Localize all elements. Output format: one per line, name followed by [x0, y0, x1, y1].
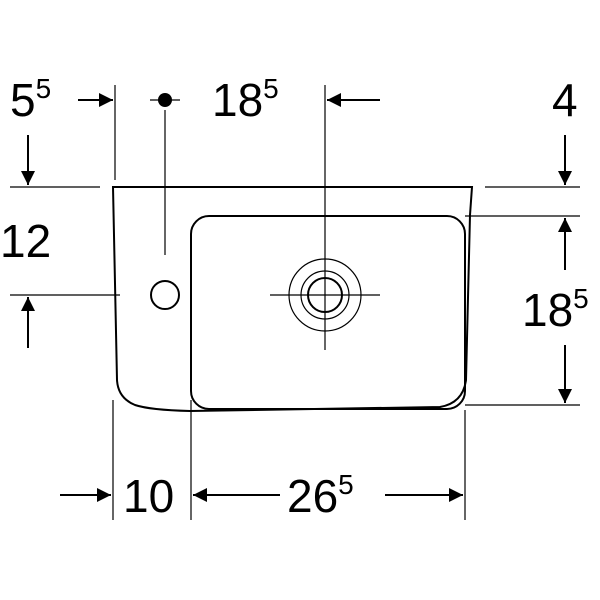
- dim-bowl-width: 265: [287, 469, 354, 522]
- dim-tap-to-drain: 185: [212, 73, 279, 126]
- dim-side-width: 10: [123, 470, 174, 522]
- bowl-outline: [190, 215, 466, 410]
- tap-hole: [150, 280, 180, 310]
- dim-tap-depth: 12: [0, 215, 51, 267]
- dim-left-offset: 55: [10, 73, 51, 126]
- dim-rim-height: 4: [552, 74, 578, 126]
- basin-outline: [111, 186, 474, 413]
- dim-bowl-depth: 185: [522, 283, 589, 336]
